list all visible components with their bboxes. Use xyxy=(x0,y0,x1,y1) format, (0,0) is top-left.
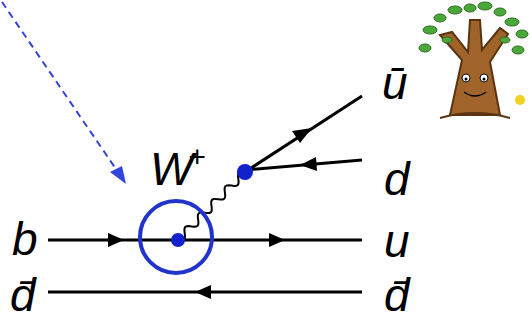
quark-line xyxy=(48,239,362,242)
vertex-dot xyxy=(237,164,253,180)
antiquark-line xyxy=(245,96,362,172)
arrow-head xyxy=(300,157,317,171)
arrow-head xyxy=(108,233,124,247)
arrow-head xyxy=(195,285,211,299)
tree-cartoon xyxy=(419,2,528,118)
boson-label: W xyxy=(150,146,193,192)
particle-label: d̄ xyxy=(384,272,410,318)
charge-superscript: + xyxy=(188,142,206,172)
particle-label: d̄ xyxy=(10,272,36,318)
vertex-dot xyxy=(171,233,185,247)
highlight-circle xyxy=(140,201,212,273)
arrow-head xyxy=(269,233,285,247)
pointer-line xyxy=(2,2,118,172)
particle-label: d xyxy=(384,156,410,202)
arrow-head xyxy=(292,128,312,143)
particle-label: ū xyxy=(382,60,408,106)
pointer-head xyxy=(110,166,126,184)
particle-label: u xyxy=(384,218,410,264)
particle-label: b xyxy=(12,216,38,262)
